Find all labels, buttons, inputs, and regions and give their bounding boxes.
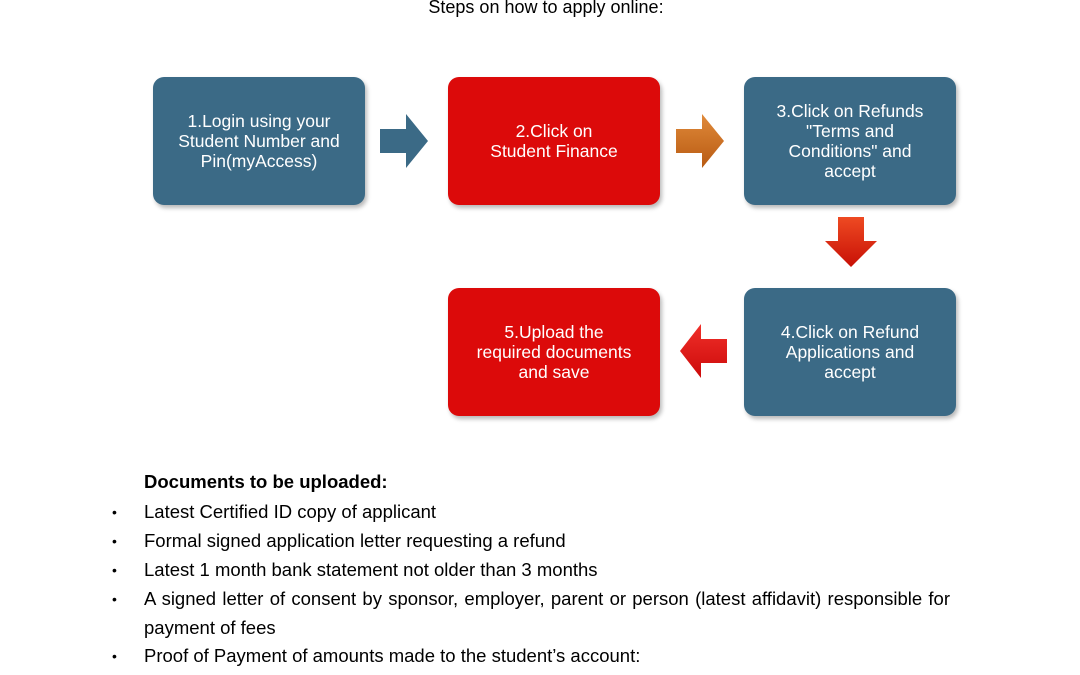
documents-heading: Documents to be uploaded: — [144, 471, 388, 492]
list-item-text: A signed letter of consent by sponsor, e… — [144, 588, 950, 638]
left-arrow-icon — [680, 324, 727, 378]
list-item-text: Latest Certified ID copy of applicant — [144, 501, 437, 522]
list-item-text: Proof of Payment of amounts made to the … — [144, 645, 641, 666]
page-title: Steps on how to apply online: — [428, 0, 664, 17]
bullet-icon: • — [112, 562, 117, 578]
step-4-label: 4.Click on Refund Applications and accep… — [780, 322, 920, 382]
step-5-box: 5.Upload the required documents and save — [448, 288, 660, 416]
step-5-label: 5.Upload the required documents and save — [476, 322, 632, 382]
bullet-icon: • — [112, 591, 117, 607]
step-1-label: 1.Login using your Student Number and Pi… — [178, 111, 340, 171]
step-4-box: 4.Click on Refund Applications and accep… — [744, 288, 956, 416]
step-2-label: 2.Click on Student Finance — [490, 121, 618, 161]
list-item-text: Latest 1 month bank statement not older … — [144, 559, 598, 580]
bullet-icon: • — [112, 504, 117, 520]
list-item: • A signed letter of consent by sponsor,… — [112, 585, 950, 642]
list-item: • Proof of Payment of amounts made to th… — [112, 642, 950, 671]
step-3-box: 3.Click on Refunds "Terms and Conditions… — [744, 77, 956, 205]
bullet-icon: • — [112, 648, 117, 664]
down-arrow-icon — [825, 217, 877, 267]
step-1-box: 1.Login using your Student Number and Pi… — [153, 77, 365, 205]
right-arrow-icon — [676, 114, 724, 168]
right-arrow-icon — [380, 114, 428, 168]
list-item: • Formal signed application letter reque… — [112, 527, 950, 556]
list-item: • Latest Certified ID copy of applicant — [112, 498, 950, 527]
step-2-box: 2.Click on Student Finance — [448, 77, 660, 205]
bullet-icon: • — [112, 533, 117, 549]
list-item: • Latest 1 month bank statement not olde… — [112, 556, 950, 585]
step-3-label: 3.Click on Refunds "Terms and Conditions… — [776, 101, 924, 181]
list-item-text: Formal signed application letter request… — [144, 530, 566, 551]
